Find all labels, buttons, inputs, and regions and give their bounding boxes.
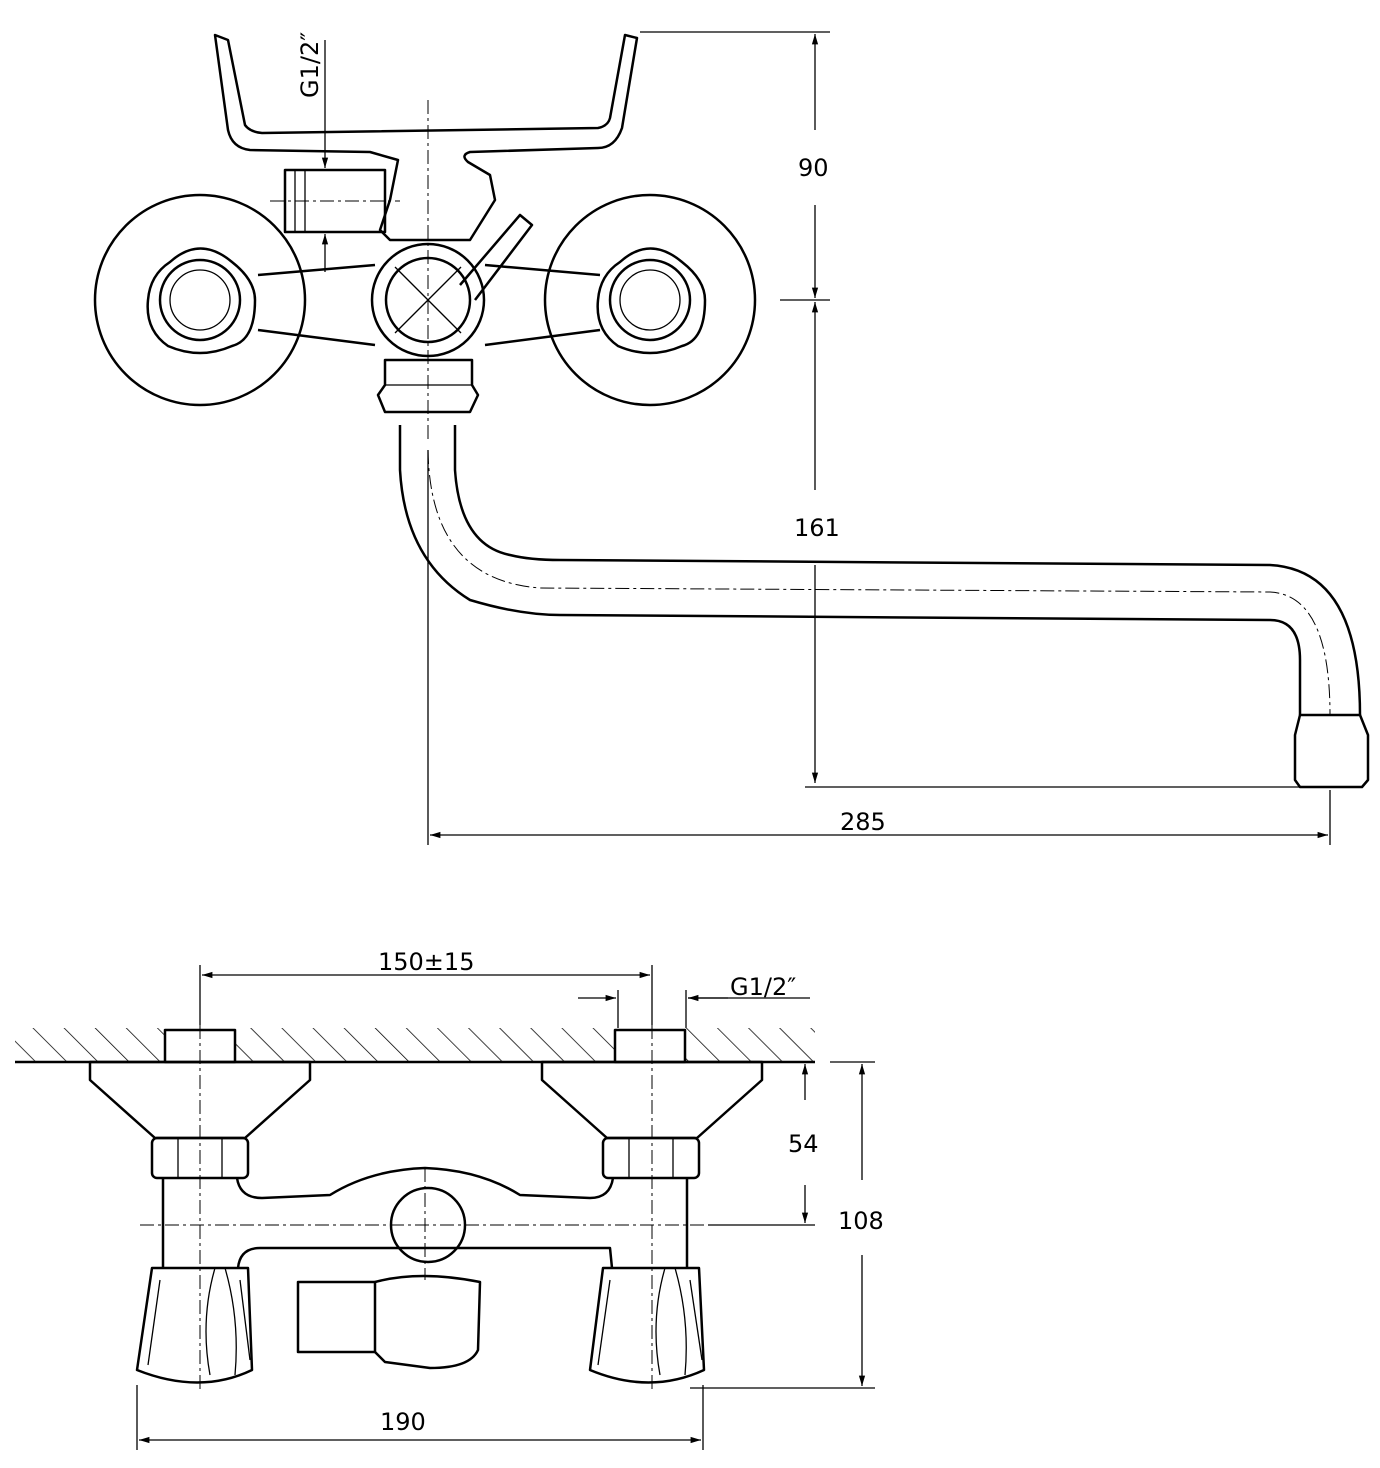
diverter-lever bbox=[459, 213, 534, 301]
thread-label-front: G1/2″ bbox=[730, 973, 796, 1001]
dim-285: 285 bbox=[840, 808, 886, 836]
top-view: G1/2″ 90 161 285 bbox=[93, 31, 1370, 845]
left-handle-knob bbox=[146, 247, 257, 355]
left-handle-cap bbox=[158, 258, 242, 342]
thread-label-top: G1/2″ bbox=[296, 32, 324, 98]
dim-190: 190 bbox=[380, 1408, 426, 1436]
dim-150-15: 150±15 bbox=[378, 948, 474, 976]
right-handle-rosette bbox=[543, 193, 757, 407]
body-arms bbox=[257, 263, 601, 347]
diverter-knob bbox=[296, 1280, 377, 1354]
spout-center-line bbox=[427, 449, 1331, 716]
spout-outer bbox=[398, 425, 1302, 715]
left-handle-cap-inner bbox=[169, 269, 231, 331]
diverter-housing bbox=[374, 1274, 482, 1370]
front-view: 150±15 G1/2″ 54 108 190 bbox=[15, 948, 884, 1450]
right-handle-knob bbox=[596, 247, 707, 355]
left-handle-rosette bbox=[93, 193, 307, 407]
spout-nut bbox=[376, 358, 480, 414]
dim-161: 161 bbox=[794, 514, 840, 542]
body-center-inner bbox=[384, 256, 472, 344]
spout-inner bbox=[453, 425, 1362, 716]
diverter-outlet bbox=[283, 168, 387, 234]
right-handle bbox=[588, 1266, 706, 1384]
right-nut bbox=[601, 1136, 701, 1180]
dim-108: 108 bbox=[838, 1207, 884, 1235]
left-handle bbox=[135, 1266, 254, 1384]
right-handle-ribs bbox=[597, 1267, 703, 1376]
body-center bbox=[370, 242, 486, 358]
lever-handle bbox=[213, 33, 639, 242]
mixer-body bbox=[161, 1166, 689, 1269]
dim-54: 54 bbox=[788, 1130, 819, 1158]
spout-aerator bbox=[1293, 713, 1370, 789]
cross-mark bbox=[394, 266, 462, 334]
right-handle-cap bbox=[608, 258, 692, 342]
left-handle-ribs bbox=[147, 1267, 251, 1376]
wall-hatch bbox=[15, 1028, 815, 1062]
dim-90: 90 bbox=[798, 154, 829, 182]
right-handle-cap-inner bbox=[619, 269, 681, 331]
hatch-mask bbox=[615, 1028, 685, 1062]
